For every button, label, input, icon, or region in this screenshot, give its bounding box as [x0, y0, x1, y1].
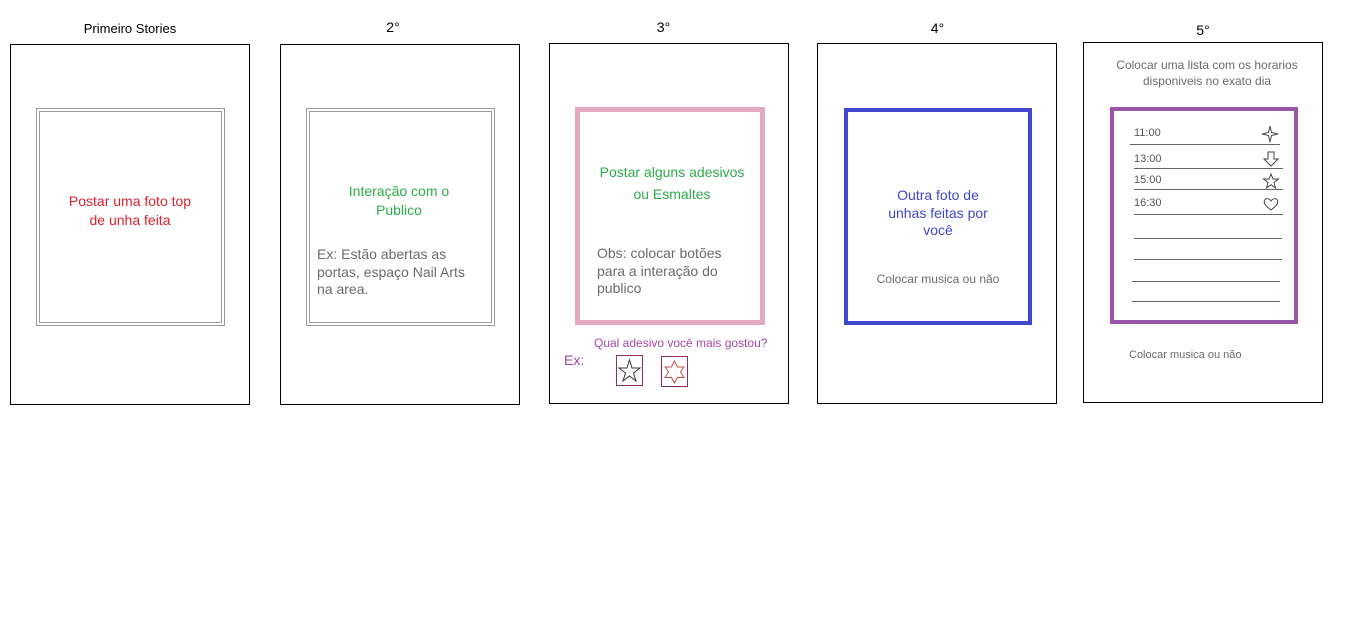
story-5-frame: Colocar uma lista com os horarios dispon…: [1083, 42, 1323, 403]
story-1-photo-frame: Postar uma foto top de unha feita: [36, 108, 225, 326]
story-1-title: Primeiro Stories: [83, 21, 177, 36]
story-2-title: 2°: [386, 19, 400, 35]
story-3-secondary-text: Obs: colocar botões para a interação do …: [597, 245, 722, 296]
story-2-main-text: Interação com o Publico: [348, 183, 450, 218]
time-slot-3[interactable]: 15:00: [1134, 174, 1162, 186]
story-4-main-text: Outra foto de unhas feitas por você: [888, 187, 988, 238]
story-2-secondary-text: Ex: Estão abertas as portas, espaço Nail…: [317, 246, 465, 297]
story-3-example-label: Ex:: [564, 352, 585, 368]
heart-icon: [1263, 198, 1279, 211]
story-4-title: 4°: [930, 20, 945, 36]
divider: [1134, 214, 1283, 215]
story-5-schedule-frame: 11:00 13:00 15:00 16:30: [1110, 107, 1298, 324]
divider: [1134, 189, 1283, 190]
story-5-title: 5°: [1196, 22, 1210, 38]
star-icon: [1262, 172, 1280, 190]
divider: [1134, 238, 1282, 239]
story-3-content-frame: Postar alguns adesivos ou Esmaltes Obs: …: [575, 107, 765, 325]
story-4-frame: Outra foto de unhas feitas por você Colo…: [817, 43, 1057, 404]
story-4-music-text: Colocar musica ou não: [876, 272, 1000, 286]
time-slot-4[interactable]: 16:30: [1134, 197, 1162, 209]
story-3-main-text: Postar alguns adesivos ou Esmaltes: [599, 164, 745, 202]
story-1-main-text: Postar uma foto top de unha feita: [68, 193, 192, 228]
story-2-content-frame: Interação com o Publico Ex: Estão aberta…: [306, 108, 495, 326]
story-1-frame: Postar uma foto top de unha feita: [10, 44, 250, 405]
sticker-option-2[interactable]: [661, 356, 688, 387]
divider: [1134, 168, 1283, 169]
star-outline-icon: [617, 358, 642, 383]
divider: [1132, 301, 1280, 302]
story-3-title: 3°: [656, 19, 671, 35]
sticker-option-1[interactable]: [616, 355, 643, 386]
story-5-music-text: Colocar musica ou não: [1129, 349, 1242, 361]
six-point-star-icon: [664, 359, 685, 385]
sparkle-icon: [1261, 125, 1279, 143]
story-2-frame: Interação com o Publico Ex: Estão aberta…: [280, 44, 520, 405]
story-4-photo-frame: Outra foto de unhas feitas por você Colo…: [844, 108, 1032, 325]
divider: [1130, 144, 1280, 145]
time-slot-2[interactable]: 13:00: [1134, 153, 1162, 165]
story-5-top-text: Colocar uma lista com os horarios dispon…: [1116, 58, 1298, 88]
time-slot-1[interactable]: 11:00: [1134, 127, 1161, 139]
divider: [1134, 259, 1282, 260]
story-3-frame: Postar alguns adesivos ou Esmaltes Obs: …: [549, 43, 789, 404]
arrow-down-icon: [1262, 151, 1280, 167]
story-3-question: Qual adesivo você mais gostou?: [594, 336, 768, 350]
divider: [1132, 281, 1280, 282]
